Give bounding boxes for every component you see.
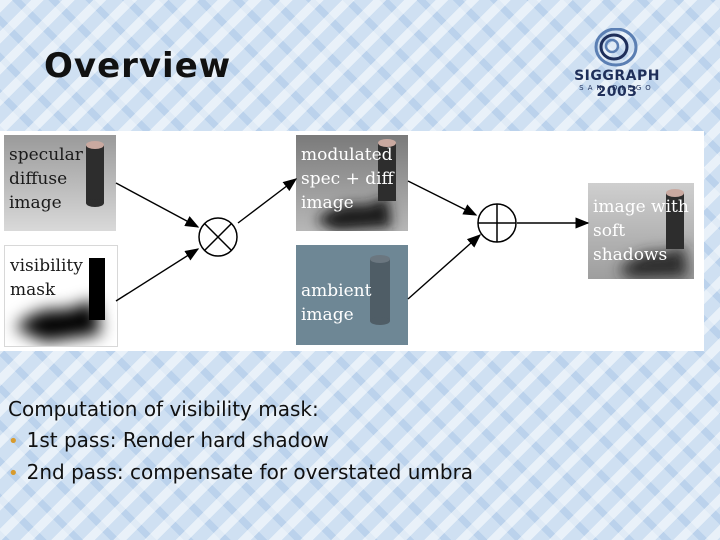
bullet-icon: • xyxy=(8,463,19,484)
shadow-mask-icon xyxy=(15,258,105,342)
result-label: image with soft shadows xyxy=(593,197,689,265)
ambient-label: ambient image xyxy=(301,281,372,325)
plus-icon xyxy=(477,203,517,243)
siggraph-logo-icon xyxy=(594,28,638,67)
logo-subtitle: SAN DIEGO xyxy=(579,84,655,92)
bullet-text: 2nd pass: compensate for overstated umbr… xyxy=(26,460,474,484)
visibility-label: visibility mask xyxy=(10,256,83,300)
multiply-icon xyxy=(198,217,238,257)
cylinder-icon xyxy=(370,255,390,325)
caption-block: Computation of visibility mask: • 1st pa… xyxy=(8,394,708,489)
cylinder-icon xyxy=(86,141,104,207)
cylinder-icon xyxy=(316,139,396,231)
logo-name: SIGGRAPH 2003 xyxy=(574,68,660,100)
bullet-text: 1st pass: Render hard shadow xyxy=(26,428,329,452)
bullet-item: • 1st pass: Render hard shadow xyxy=(8,425,708,457)
caption-heading: Computation of visibility mask: xyxy=(8,397,319,421)
siggraph-logo: SIGGRAPH 2003 SAN DIEGO xyxy=(552,28,682,100)
bullet-icon: • xyxy=(8,431,19,452)
cylinder-icon xyxy=(618,189,688,279)
diagram-arrows xyxy=(115,178,590,302)
result-panel: image with soft shadows xyxy=(588,183,694,279)
slide-title: Overview xyxy=(44,46,232,86)
pipeline-diagram: specular diffuse image visibility mask m… xyxy=(0,131,704,351)
ambient-panel: ambient image xyxy=(296,245,408,345)
modulated-panel: modulated spec + diff image xyxy=(296,135,408,231)
modulated-label: modulated spec + diff image xyxy=(301,145,394,213)
bullet-item: • 2nd pass: compensate for overstated um… xyxy=(8,457,708,489)
visibility-mask-panel: visibility mask xyxy=(4,245,118,347)
specular-diffuse-panel: specular diffuse image xyxy=(4,135,116,231)
specular-label: specular diffuse image xyxy=(9,145,83,213)
